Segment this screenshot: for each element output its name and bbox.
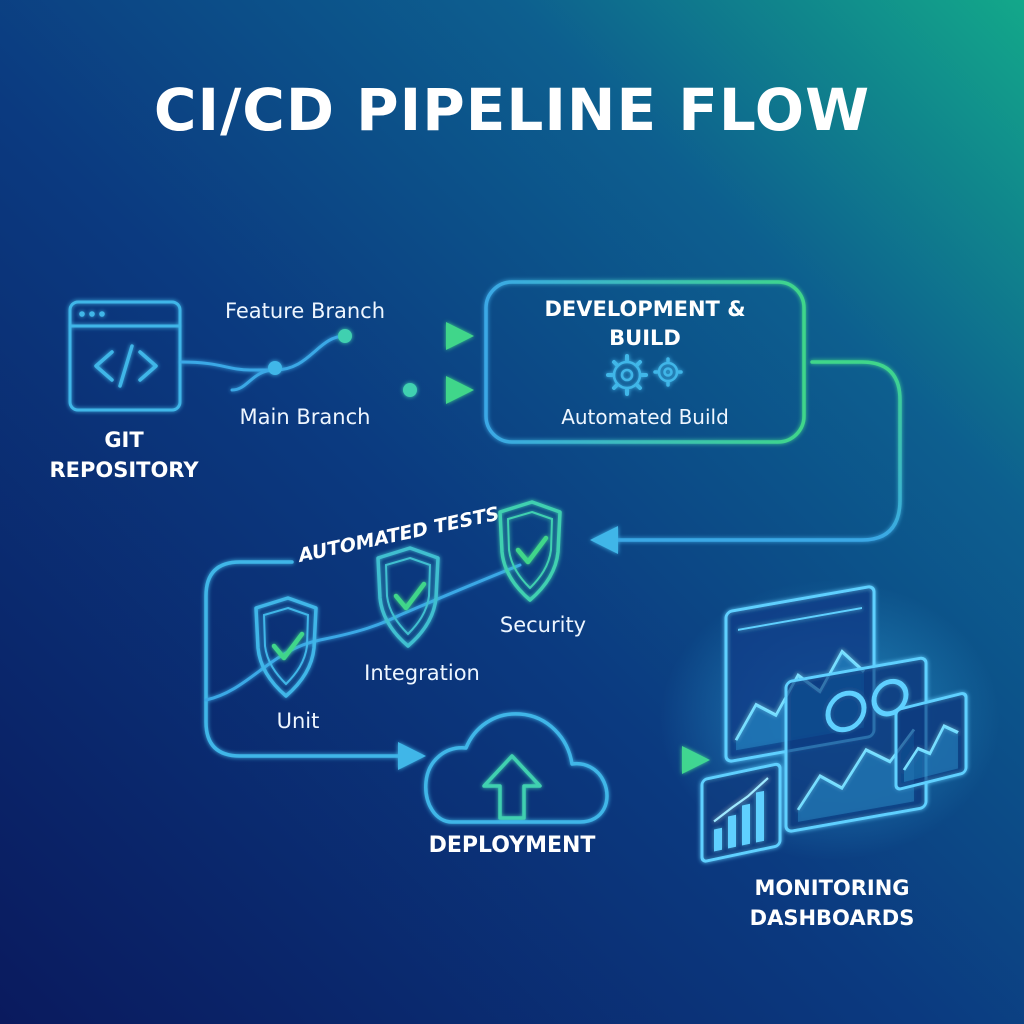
shield-check-icon[interactable] [498,500,562,602]
shield-check-icon[interactable] [254,596,318,698]
build-box [484,280,806,444]
test-shields [254,500,562,698]
deployment-node[interactable] [424,712,609,824]
monitoring-label-1: MONITORING [754,876,909,900]
shield-check-icon[interactable] [376,546,440,648]
commit-node [338,329,352,343]
dashboard-screen-right [894,692,968,791]
commit-node [403,383,417,397]
test-label-security: Security [500,613,586,637]
page-title: CI/CD PIPELINE FLOW [154,76,870,144]
feature-branch-label: Feature Branch [225,299,385,323]
git-repository-label-1: GIT [104,428,144,452]
monitoring-label-2: DASHBOARDS [750,906,915,930]
arrow-head-icon [398,742,426,770]
build-title-2: BUILD [609,326,681,350]
git-repository-label-2: REPOSITORY [49,458,199,482]
arrow-head-icon [446,322,474,350]
deployment-label: DEPLOYMENT [429,833,596,858]
test-label-unit: Unit [277,709,320,733]
commit-node [268,361,282,375]
cloud-upload-icon [424,712,609,824]
dashboard-screen-left [700,762,782,863]
arrow-head-icon [446,376,474,404]
automated-build-label: Automated Build [561,405,729,429]
git-repository-node[interactable] [68,300,182,412]
build-title-1: DEVELOPMENT & [544,297,745,321]
test-label-integration: Integration [364,661,480,685]
gears-icon [606,354,683,396]
build-to-tests-connector [590,360,902,554]
arrow-head-icon [590,526,618,554]
main-branch-label: Main Branch [240,405,371,429]
development-build-node[interactable] [484,280,806,444]
tests-connector [204,560,522,770]
branch-connectors [180,322,474,404]
code-window-icon [68,300,182,412]
dashboard-screens-icon[interactable] [700,585,968,863]
